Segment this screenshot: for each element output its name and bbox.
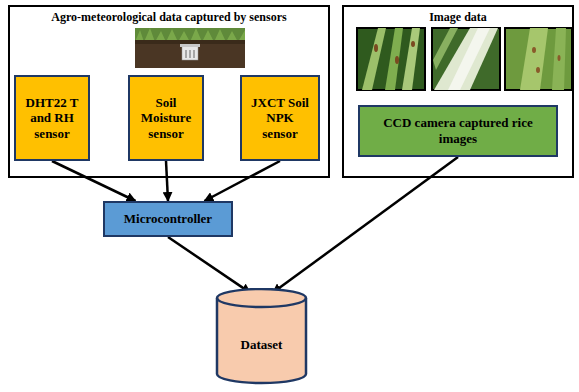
rice-leaf-image — [505, 28, 572, 90]
cylinder-outline — [215, 288, 308, 385]
arrow-connector — [204, 161, 280, 201]
image-panel: Image dataCCD camera captured rice image… — [342, 5, 574, 178]
sensor-panel: Agro-meteorological data captured by sen… — [8, 5, 330, 178]
box-label: Microcontroller — [124, 211, 212, 227]
sensor-box: DHT22 T and RH sensor — [14, 75, 90, 161]
arrow-connector — [166, 161, 168, 201]
box-label: CCD camera captured rice images — [365, 115, 551, 146]
box-label: Dataset — [241, 337, 283, 353]
box-label: Soil Moisture sensor — [135, 95, 197, 142]
panel-title: Image data — [344, 10, 572, 25]
rice-leaf-image — [432, 28, 500, 90]
process-box: Microcontroller — [103, 201, 233, 237]
sensor-box: Soil Moisture sensor — [128, 75, 204, 161]
camera-box: CCD camera captured rice images — [358, 105, 558, 157]
sensor-box: JXCT Soil NPK sensor — [240, 75, 320, 161]
arrow-connector — [168, 237, 250, 293]
database-cylinder: Dataset — [215, 288, 308, 385]
rice-leaf-image — [357, 28, 425, 90]
box-label: DHT22 T and RH sensor — [21, 95, 83, 142]
box-label: JXCT Soil NPK sensor — [247, 95, 313, 142]
panel-title: Agro-meteorological data captured by sen… — [10, 10, 328, 25]
arrow-connector — [52, 161, 136, 201]
soil-sensor-photo — [135, 28, 245, 68]
